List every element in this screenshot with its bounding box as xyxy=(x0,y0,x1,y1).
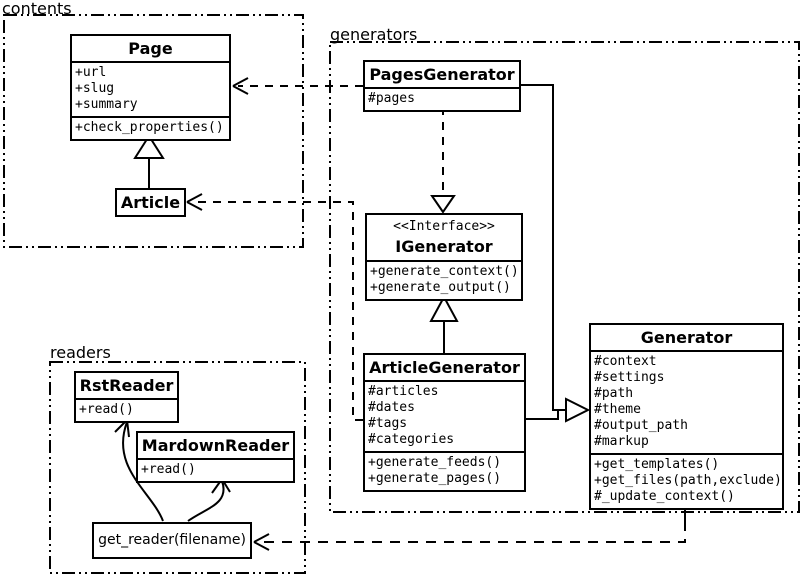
box-get-reader: get_reader(filename) xyxy=(92,522,252,559)
class-article: Article xyxy=(115,188,186,217)
class-articlegenerator: ArticleGenerator #articles#dates#tags#ca… xyxy=(363,353,526,492)
class-article-title: Article xyxy=(120,193,181,212)
member-line: #categories xyxy=(368,432,455,447)
member-line: +summary xyxy=(75,97,138,112)
generalization-to-generator-triangle xyxy=(565,397,591,423)
class-igenerator-stereotype: <<Interface>> xyxy=(393,219,495,234)
box-get-reader-label: get_reader(filename) xyxy=(98,532,246,548)
arrow-getreader-to-rstreader-curve xyxy=(122,421,164,522)
class-igenerator-methods: +generate_context()+generate_output() xyxy=(367,260,521,299)
member-line: +url xyxy=(75,65,107,80)
member-line: +generate_feeds() xyxy=(368,455,502,470)
member-line: +get_files(path,exclude) xyxy=(594,473,782,488)
package-contents-border xyxy=(3,14,304,248)
package-label-contents: contents xyxy=(2,0,72,18)
dependency-articlegenerator-to-article-arrowhead xyxy=(186,193,203,211)
arrow-getreader-to-mardownreader-curve xyxy=(187,480,225,522)
dependency-generator-to-getreader-arrowhead xyxy=(253,533,270,551)
class-articlegenerator-methods: +generate_feeds()+generate_pages() xyxy=(365,451,524,490)
package-label-readers: readers xyxy=(50,343,111,362)
member-line: #theme xyxy=(594,402,641,417)
package-label-generators: generators xyxy=(330,25,418,44)
member-line: +get_templates() xyxy=(594,457,720,472)
member-line: +slug xyxy=(75,81,115,96)
member-line: +generate_context() xyxy=(370,264,519,279)
member-line: +check_properties() xyxy=(75,120,224,135)
member-line: #articles xyxy=(368,384,439,399)
class-mardownreader: MardownReader +read() xyxy=(136,431,295,483)
class-articlegenerator-attributes: #articles#dates#tags#categories xyxy=(365,380,524,451)
member-line: #tags xyxy=(368,416,408,431)
class-generator-methods: +get_templates()+get_files(path,exclude)… xyxy=(591,453,782,508)
class-page: Page +url+slug+summary +check_properties… xyxy=(70,34,231,141)
class-page-title: Page xyxy=(128,39,173,58)
realization-pagesgenerator-to-igenerator-triangle xyxy=(430,195,456,214)
generalization-articlegenerator-to-generator-line xyxy=(525,410,559,420)
member-line: #markup xyxy=(594,434,649,449)
class-generator-title: Generator xyxy=(640,328,733,347)
member-line: #dates xyxy=(368,400,415,415)
generalization-articlegenerator-to-igenerator-triangle xyxy=(429,294,459,322)
class-page-methods: +check_properties() xyxy=(72,116,229,139)
member-line: #context xyxy=(594,354,657,369)
generalization-pagesgenerator-to-generator-line xyxy=(521,84,566,411)
class-rstreader-title: RstReader xyxy=(79,376,174,395)
member-line: #settings xyxy=(594,370,665,385)
generalization-article-to-page-triangle xyxy=(133,134,165,159)
member-line: +generate_pages() xyxy=(368,471,502,486)
class-pagesgenerator-title: PagesGenerator xyxy=(369,65,515,84)
class-pagesgenerator-attributes: #pages xyxy=(365,87,519,110)
class-generator-attributes: #context#settings#path#theme#output_path… xyxy=(591,350,782,453)
class-pagesgenerator: PagesGenerator #pages xyxy=(363,60,521,112)
member-line: +read() xyxy=(141,462,196,477)
member-line: #_update_context() xyxy=(594,489,735,504)
class-mardownreader-title: MardownReader xyxy=(141,436,290,455)
class-mardownreader-methods: +read() xyxy=(138,458,293,481)
class-rstreader: RstReader +read() xyxy=(74,371,179,423)
class-igenerator: <<Interface>> IGenerator +generate_conte… xyxy=(365,213,523,301)
dependency-generator-to-getreader-line xyxy=(258,521,686,543)
member-line: +generate_output() xyxy=(370,280,511,295)
dependency-articlegenerator-to-article-line xyxy=(192,201,363,421)
class-articlegenerator-title: ArticleGenerator xyxy=(369,358,520,377)
package-readers-border xyxy=(49,361,306,574)
dependency-pagesgenerator-to-page-arrowhead xyxy=(232,77,249,95)
class-generator: Generator #context#settings#path#theme#o… xyxy=(589,323,784,510)
package-generators-border xyxy=(329,41,800,513)
member-line: #path xyxy=(594,386,634,401)
member-line: #output_path xyxy=(594,418,688,433)
class-igenerator-title: IGenerator xyxy=(395,237,493,256)
class-page-attributes: +url+slug+summary xyxy=(72,61,229,116)
member-line: #pages xyxy=(368,91,415,106)
member-line: +read() xyxy=(79,402,134,417)
class-rstreader-methods: +read() xyxy=(76,398,177,421)
